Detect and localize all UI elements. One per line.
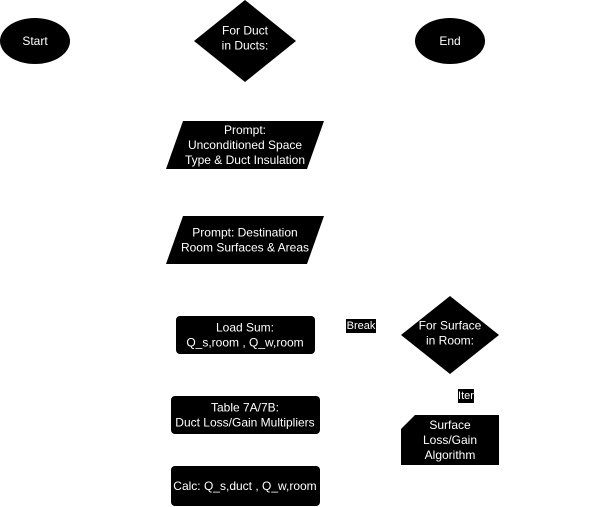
label-line: For Surface	[419, 319, 482, 333]
label-line: Loss/Gain	[423, 433, 477, 447]
label-line: End	[439, 34, 460, 48]
label-line: Calc: Q_s,duct , Q_w,room	[173, 479, 316, 493]
label-line: Type & Duct Insulation	[185, 153, 305, 167]
label-line: Room Surfaces & Areas	[181, 241, 309, 255]
label-line: For Duct	[222, 24, 269, 38]
label-line: Unconditioned Space	[188, 138, 302, 152]
end-node[interactable]: End	[415, 18, 485, 64]
label-line: Algorithm	[425, 448, 476, 462]
iter-edge-label: Iter	[458, 389, 474, 403]
table-7a7b-node[interactable]: Table 7A/7B:Duct Loss/Gain Multipliers	[171, 396, 320, 434]
label-line: Surface	[429, 418, 471, 432]
table-7a7b-label: Table 7A/7B:Duct Loss/Gain Multipliers	[175, 401, 314, 430]
start-node-label: Start	[22, 34, 48, 48]
break-edge-label-text: Break	[347, 320, 376, 332]
label-line: in Room:	[426, 334, 474, 348]
label-line: Table 7A/7B:	[211, 401, 279, 415]
iter-edge-label-text: Iter	[458, 390, 474, 402]
label-line: Prompt: Destination	[192, 226, 297, 240]
start-node[interactable]: Start	[0, 18, 70, 64]
label-line: Prompt:	[224, 123, 266, 137]
load-sum-node[interactable]: Load Sum:Q_s,room , Q_w,room	[176, 316, 315, 354]
calc-label: Calc: Q_s,duct , Q_w,room	[173, 479, 316, 493]
end-node-label: End	[439, 34, 460, 48]
load-sum-label: Load Sum:Q_s,room , Q_w,room	[186, 321, 303, 350]
break-edge-label: Break	[346, 319, 376, 333]
label-line: Q_s,room , Q_w,room	[186, 336, 303, 350]
label-line: Duct Loss/Gain Multipliers	[175, 416, 314, 430]
calc-node[interactable]: Calc: Q_s,duct , Q_w,room	[171, 466, 320, 506]
label-line: in Ducts:	[222, 39, 269, 53]
label-line: Load Sum:	[216, 321, 274, 335]
label-line: Start	[22, 34, 48, 48]
